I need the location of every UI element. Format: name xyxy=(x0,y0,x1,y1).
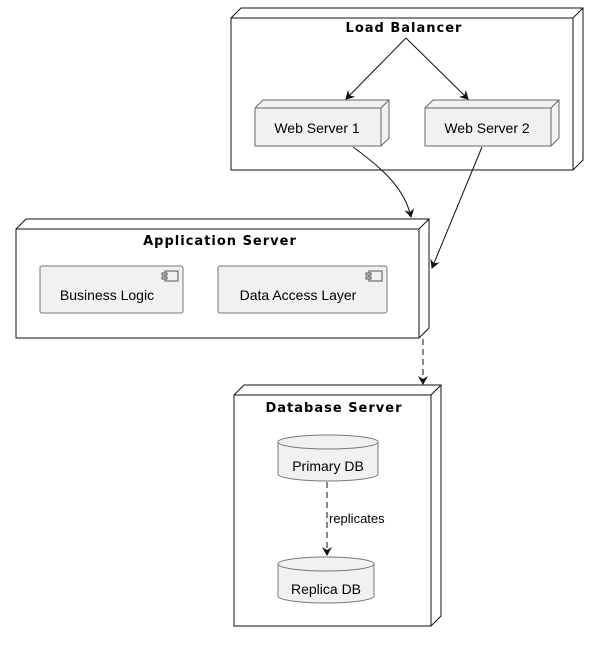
web-server-1-label: Web Server 1 xyxy=(274,120,360,136)
replica-db-label: Replica DB xyxy=(291,581,361,597)
load-balancer-title: Load Balancer xyxy=(346,21,463,36)
component-icon xyxy=(365,270,383,282)
component-icon xyxy=(161,270,179,282)
web-server-2-to-app-arrow xyxy=(430,146,483,269)
business-logic-label: Business Logic xyxy=(60,287,154,303)
web-server-2-label: Web Server 2 xyxy=(444,120,530,136)
lb-to-web-server-1-arrow xyxy=(345,37,407,100)
replicates-label: replicates xyxy=(329,511,385,526)
lb-to-web-server-2-arrow xyxy=(405,37,469,100)
data-access-layer-component: Data Access Layer xyxy=(217,265,388,314)
web-server-1-to-app-arrow xyxy=(352,146,415,218)
primary-db-database: Primary DB xyxy=(277,434,379,482)
application-server-title: Application Server xyxy=(143,234,297,249)
business-logic-component: Business Logic xyxy=(39,265,184,314)
database-server-title: Database Server xyxy=(265,401,402,416)
replica-db-database: Replica DB xyxy=(277,556,375,604)
primary-db-label: Primary DB xyxy=(292,458,364,474)
data-access-layer-label: Data Access Layer xyxy=(240,287,357,303)
web-server-1-node: Web Server 1 xyxy=(254,99,390,147)
web-server-2-node: Web Server 2 xyxy=(424,99,560,147)
